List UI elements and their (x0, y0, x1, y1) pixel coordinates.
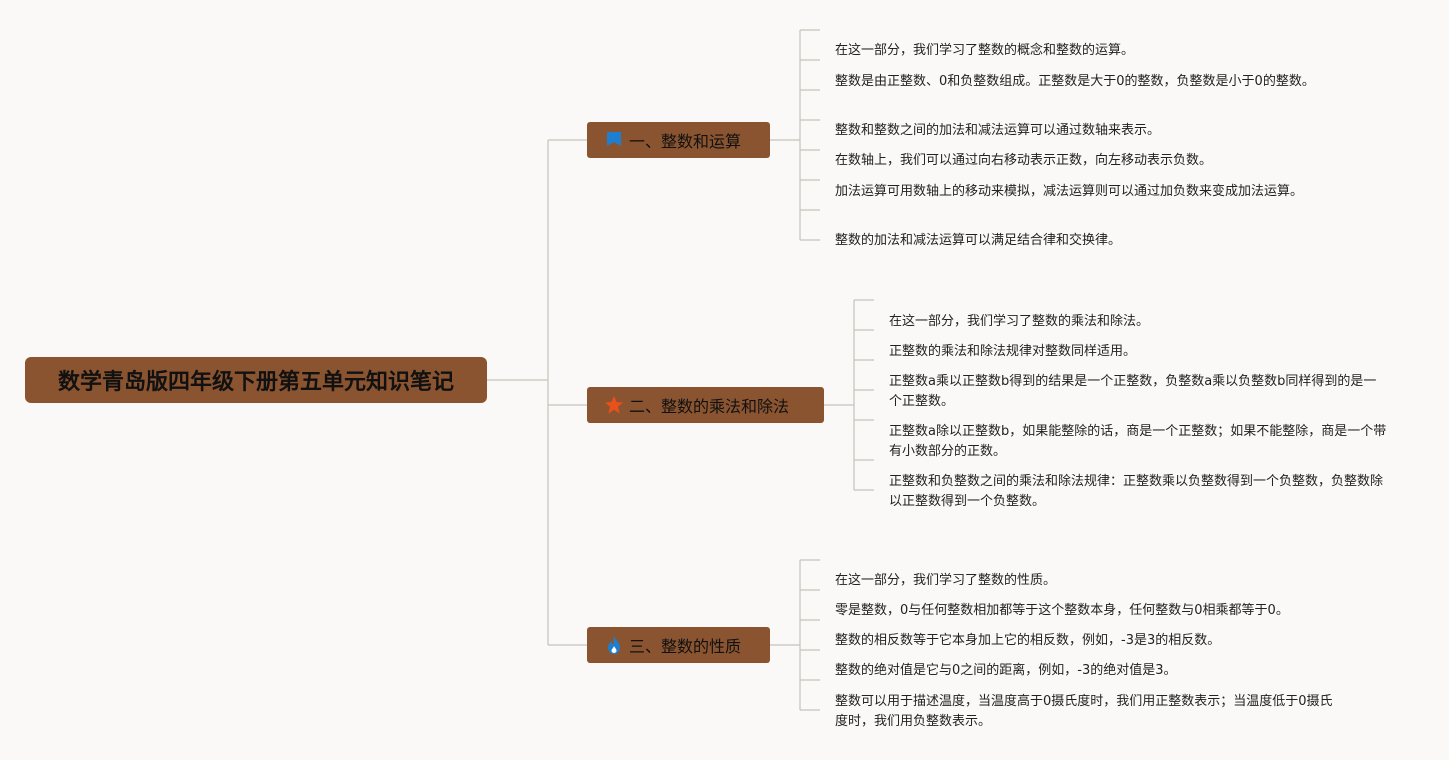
leaf-item[interactable]: 整数的加法和减法运算可以满足结合律和交换律。 (835, 233, 1122, 248)
branch-integers-and-operations[interactable]: 一、整数和运算 (587, 122, 770, 158)
leaf-item[interactable]: 正整数a乘以正整数b得到的结果是一个正整数，负整数a乘以负整数b同样得到的是一个… (889, 374, 1377, 409)
leaf-item[interactable]: 零是整数，0与任何整数相加都等于这个整数本身，任何整数与0相乘都等于0。 (835, 603, 1289, 618)
branch-label: 一、整数和运算 (629, 132, 742, 151)
root-topic[interactable]: 数学青岛版四年级下册第五单元知识笔记 (25, 357, 487, 403)
branch-label: 三、整数的性质 (629, 637, 742, 656)
leaf-item[interactable]: 加法运算可用数轴上的移动来模拟，减法运算则可以通过加负数来变成加法运算。 (835, 184, 1304, 199)
leaf-item[interactable]: 整数可以用于描述温度，当温度高于0摄氏度时，我们用正整数表示；当温度低于0摄氏度… (835, 694, 1333, 729)
branch-label: 二、整数的乘法和除法 (629, 397, 790, 416)
leaf-item[interactable]: 正整数a除以正整数b，如果能整除的话，商是一个正整数；如果不能整除，商是一个带有… (889, 424, 1387, 459)
flame-icon (603, 634, 625, 656)
branch-integer-multiplication-division[interactable]: 二、整数的乘法和除法 (587, 387, 824, 423)
leaf-item[interactable]: 正整数和负整数之间的乘法和除法规律：正整数乘以负整数得到一个负整数，负整数除以正… (889, 474, 1384, 509)
root-title: 数学青岛版四年级下册第五单元知识笔记 (57, 370, 454, 395)
leaf-item[interactable]: 在数轴上，我们可以通过向右移动表示正数，向左移动表示负数。 (835, 153, 1213, 168)
leaf-item[interactable]: 在这一部分，我们学习了整数的乘法和除法。 (889, 314, 1150, 329)
branch-integer-properties[interactable]: 三、整数的性质 (587, 627, 770, 663)
leaf-item[interactable]: 整数是由正整数、0和负整数组成。正整数是大于0的整数，负整数是小于0的整数。 (835, 74, 1315, 89)
leaf-item[interactable]: 在这一部分，我们学习了整数的性质。 (835, 573, 1057, 588)
flag-icon (603, 129, 625, 151)
leaf-item[interactable]: 整数和整数之间的加法和减法运算可以通过数轴来表示。 (835, 123, 1161, 138)
leaf-item[interactable]: 整数的相反数等于它本身加上它的相反数，例如，-3是3的相反数。 (835, 633, 1221, 648)
star-icon (603, 394, 625, 416)
leaf-item[interactable]: 整数的绝对值是它与0之间的距离，例如，-3的绝对值是3。 (835, 663, 1177, 678)
leaf-item[interactable]: 正整数的乘法和除法规律对整数同样适用。 (889, 344, 1137, 359)
leaf-item[interactable]: 在这一部分，我们学习了整数的概念和整数的运算。 (835, 43, 1135, 58)
